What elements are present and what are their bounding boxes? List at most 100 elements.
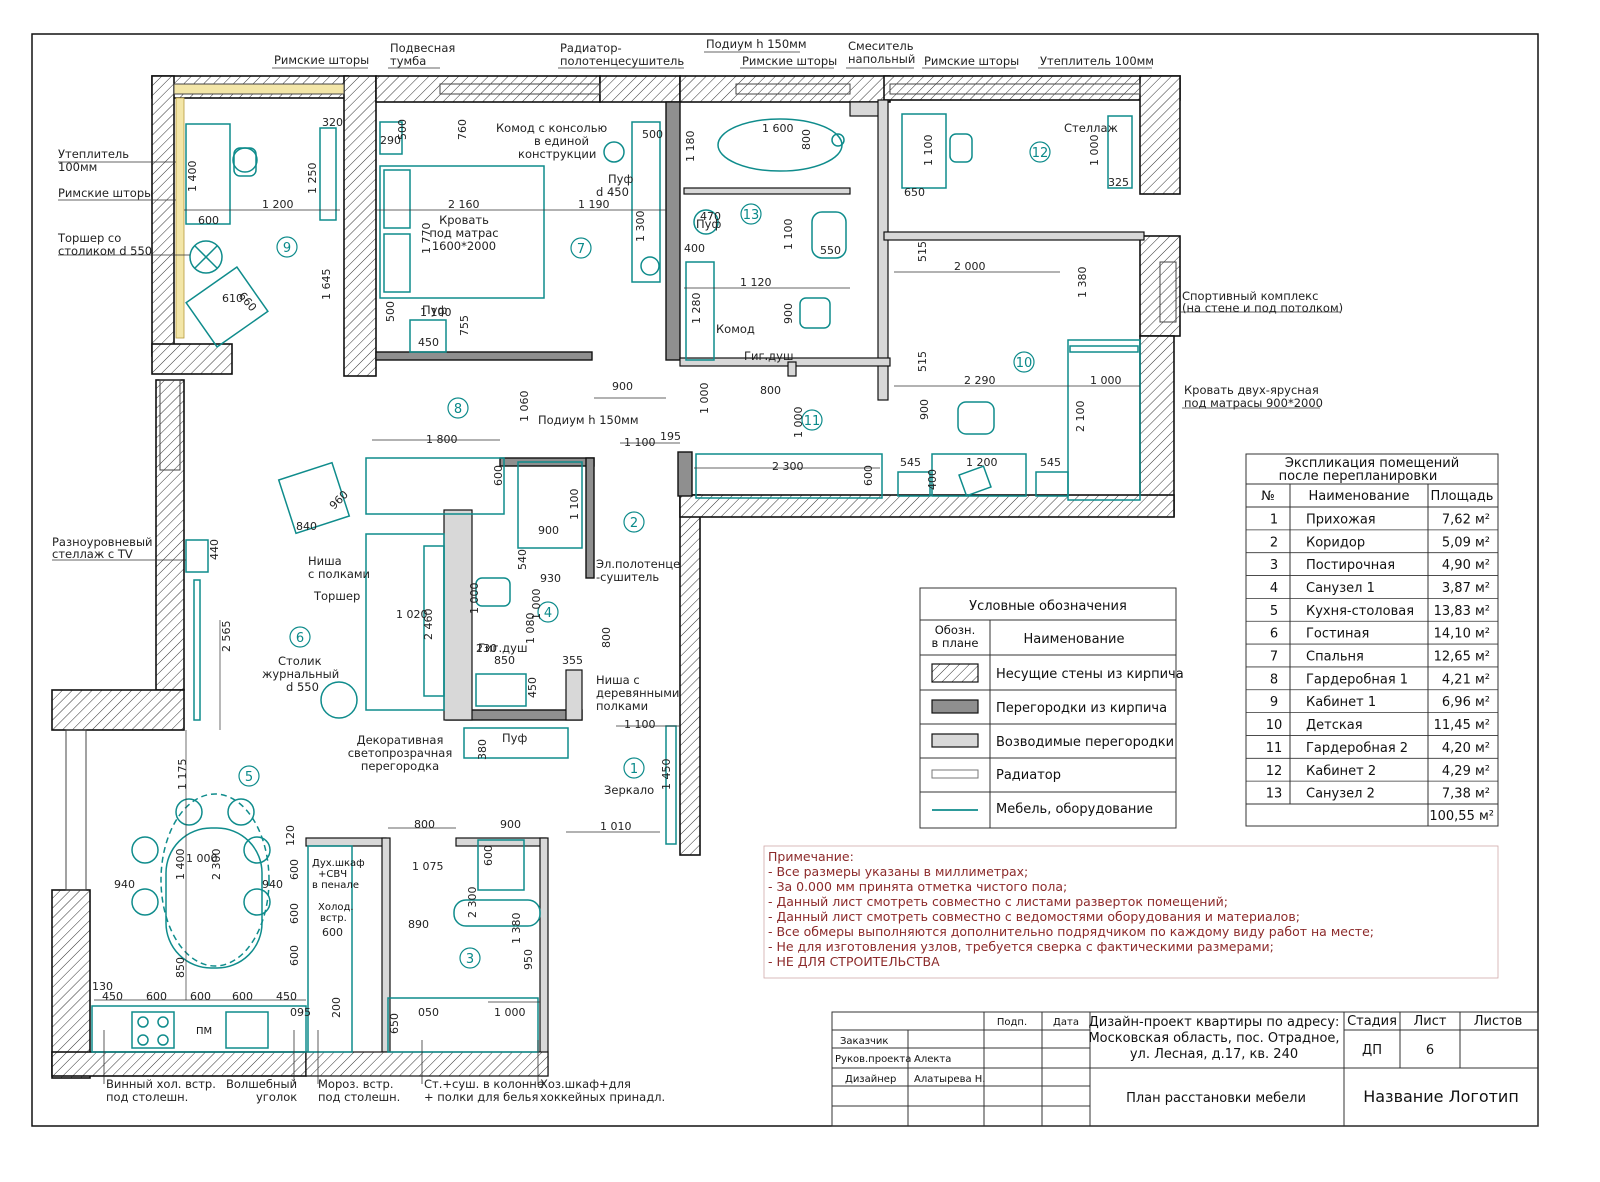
legend-swatch-bearing <box>931 663 979 683</box>
explication-row-no: 10 <box>1266 718 1283 733</box>
notes-block: Примечание: - Все размеры указаны в милл… <box>763 845 1499 979</box>
explication-row-name: Гардеробная 2 <box>1306 741 1408 756</box>
svg-text:1 100: 1 100 <box>624 436 656 449</box>
label-mixer-a: Смеситель <box>848 39 914 53</box>
svg-text:095: 095 <box>290 1006 311 1019</box>
bearing-walls <box>51 75 1181 1079</box>
tb-col-data: Дата <box>1053 1017 1079 1028</box>
svg-text:450: 450 <box>526 677 539 698</box>
explication-row-area: 4,20 м² <box>1442 741 1490 756</box>
svg-text:600: 600 <box>190 990 211 1003</box>
note-line-6: - Не для изготовления узлов, требуется с… <box>768 939 1274 954</box>
label-roman-blinds-1: Римские шторы <box>274 53 369 67</box>
label-radiator-b: полотенцесушитель <box>560 54 684 68</box>
svg-text:545: 545 <box>1040 456 1061 469</box>
svg-text:120: 120 <box>284 825 297 846</box>
svg-text:1 120: 1 120 <box>740 276 772 289</box>
callout-labels: Римские шторы Подвесная тумба Радиатор- … <box>52 37 1343 1104</box>
label-hockey-b: хоккейных принадл. <box>540 1090 665 1104</box>
label-hockey-a: Хоз.шкаф+для <box>540 1077 631 1091</box>
label-freezer-a: Мороз. встр. <box>318 1077 393 1091</box>
svg-text:950: 950 <box>522 949 535 970</box>
label-podium-mid: Подиум h 150мм <box>538 413 639 427</box>
label-pouf-3: Пуф <box>696 217 721 231</box>
svg-text:600: 600 <box>322 926 343 939</box>
explication-row-no: 12 <box>1266 764 1283 779</box>
svg-text:440: 440 <box>208 539 221 560</box>
svg-text:940: 940 <box>114 878 135 891</box>
explication-row-no: 9 <box>1270 695 1278 710</box>
explication-row-area: 11,45 м² <box>1434 718 1490 733</box>
svg-text:1 300: 1 300 <box>634 211 647 243</box>
svg-text:1 280: 1 280 <box>690 293 703 325</box>
explication-row-area: 13,83 м² <box>1434 604 1490 619</box>
svg-text:940: 940 <box>262 878 283 891</box>
label-magic-a: Волшебный <box>226 1077 297 1091</box>
legend-title: Условные обозначения <box>969 599 1127 614</box>
explication-h-area: Площадь <box>1431 489 1494 504</box>
legend-item-5: Мебель, оборудование <box>996 802 1153 817</box>
label-towel-a: Эл.полотенце <box>596 557 680 571</box>
tb-role-lead: Руков.проекта <box>835 1054 911 1065</box>
svg-text:850: 850 <box>494 654 515 667</box>
note-line-2: - За 0.000 мм принята отметка чистого по… <box>768 879 1067 894</box>
label-insul-left-a: Утеплитель <box>58 147 129 161</box>
svg-text:1 000: 1 000 <box>530 589 543 621</box>
svg-text:1 060: 1 060 <box>518 391 531 423</box>
explication-row-name: Детская <box>1306 718 1363 733</box>
legend-item-4: Радиатор <box>996 768 1061 783</box>
svg-text:1 100: 1 100 <box>782 219 795 251</box>
label-oven-b: +СВЧ <box>318 869 347 880</box>
dimension-values: 320 290 500 760 1 600 800 500 1 180 1 10… <box>92 116 1129 1034</box>
label-partition-b: светопрозрачная <box>348 746 453 760</box>
title-block-text: Подп. Дата Заказчик Руков.проекта Алекта… <box>835 1014 1522 1106</box>
room-8: 8 <box>454 402 462 417</box>
svg-text:1 020: 1 020 <box>396 608 428 621</box>
explication-row-no: 6 <box>1270 627 1278 642</box>
explication-row-no: 8 <box>1270 672 1278 687</box>
svg-text:800: 800 <box>800 129 813 150</box>
svg-text:755: 755 <box>458 315 471 336</box>
svg-text:1 600: 1 600 <box>762 122 794 135</box>
room-markers <box>238 141 1051 969</box>
label-insulation-top: Утеплитель 100мм <box>1040 54 1154 68</box>
label-table-b: журнальный <box>262 667 339 681</box>
label-partition-c: перегородка <box>361 759 439 773</box>
label-towel-b: -сушитель <box>596 570 659 584</box>
explication-title1: Экспликация помещений <box>1285 456 1459 471</box>
explication-h-name: Наименование <box>1308 489 1409 504</box>
room-1: 1 <box>630 762 638 777</box>
svg-text:1 175: 1 175 <box>176 759 189 791</box>
svg-text:840: 840 <box>296 520 317 533</box>
explication-row-area: 7,62 м² <box>1442 512 1490 527</box>
new-partitions <box>305 99 1145 1077</box>
note-line-7: - НЕ ДЛЯ СТРОИТЕЛЬСТВА <box>768 954 940 969</box>
svg-text:2 300: 2 300 <box>772 460 804 473</box>
svg-text:1 000: 1 000 <box>1090 374 1122 387</box>
explication-row-area: 5,09 м² <box>1442 535 1490 550</box>
svg-text:1 200: 1 200 <box>262 198 294 211</box>
tb-project-1: Дизайн-проект квартиры по адресу: <box>1089 1015 1340 1030</box>
svg-text:130: 130 <box>92 980 113 993</box>
svg-text:325: 325 <box>1108 176 1129 189</box>
tb-lead-name: Алекта <box>914 1054 951 1065</box>
insulation-strip <box>175 97 185 339</box>
explication-row-name: Спальня <box>1306 650 1364 665</box>
label-washer-b: + полки для белья <box>424 1090 538 1104</box>
svg-text:1 400: 1 400 <box>174 849 187 881</box>
svg-text:1 400: 1 400 <box>186 161 199 193</box>
room-4: 4 <box>544 606 552 621</box>
svg-text:2 160: 2 160 <box>448 198 480 211</box>
svg-text:890: 890 <box>408 918 429 931</box>
room-6: 6 <box>296 631 304 646</box>
explication-row-area: 12,65 м² <box>1434 650 1490 665</box>
label-oven-a: Дух.шкаф <box>312 858 365 869</box>
explication-row-area: 7,38 м² <box>1442 787 1490 802</box>
svg-text:1 800: 1 800 <box>426 433 458 446</box>
svg-text:1 080: 1 080 <box>524 613 537 645</box>
label-niche-b: с полками <box>308 567 370 581</box>
svg-text:600: 600 <box>288 859 301 880</box>
label-roman-blinds-3: Римские шторы <box>924 54 1019 68</box>
label-hyg-shower-1: Гиг.душ <box>744 349 793 363</box>
